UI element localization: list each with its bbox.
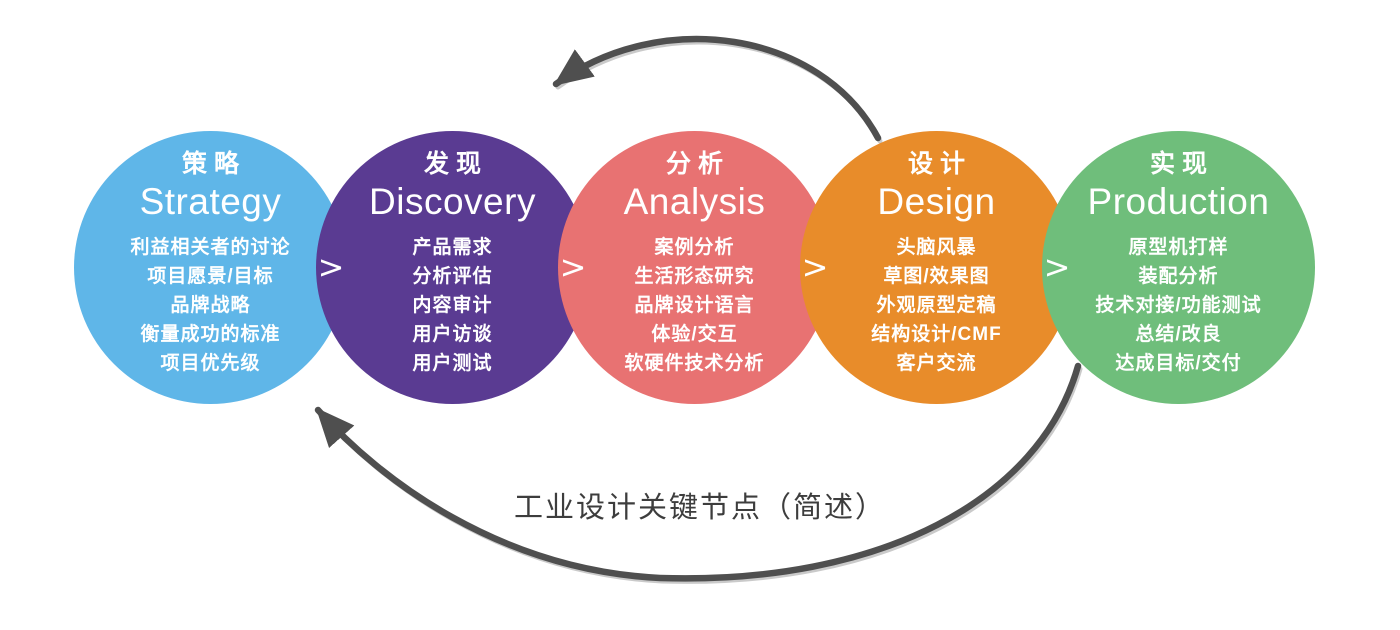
next-stage-chevron-icon: > <box>559 248 587 286</box>
stage-items: 产品需求 分析评估 内容审计 用户访谈 用户测试 <box>316 233 589 378</box>
stage-item: 用户访谈 <box>412 324 493 345</box>
stage-item: 衡量成功的标准 <box>140 324 281 345</box>
stage-item: 草图/效果图 <box>883 266 990 287</box>
stage-items: 案例分析 生活形态研究 品牌设计语言 体验/交互 软硬件技术分析 <box>558 233 831 378</box>
stage-title-zh: 分析 <box>665 150 730 178</box>
stage-item: 项目愿景/目标 <box>147 266 274 287</box>
stage-item: 头脑风暴 <box>896 237 977 258</box>
stage-item: 达成目标/交付 <box>1115 353 1242 374</box>
stage-title-en: Design <box>877 181 996 222</box>
stage-item: 内容审计 <box>412 295 493 316</box>
stage-items: 原型机打样 装配分析 技术对接/功能测试 总结/改良 达成目标/交付 <box>1042 233 1315 378</box>
next-stage-chevron-icon: > <box>801 248 829 286</box>
stage-item: 装配分析 <box>1138 266 1219 287</box>
stage-design: 设计 Design 头脑风暴 草图/效果图 外观原型定稿 结构设计/CMF 客户… <box>800 131 1073 404</box>
stage-title-zh: 发现 <box>423 150 488 178</box>
stage-title-en: Strategy <box>139 181 282 222</box>
stage-title-en: Production <box>1087 181 1270 222</box>
stage-item: 用户测试 <box>412 353 493 374</box>
stage-item: 生活形态研究 <box>634 266 755 287</box>
diagram-caption: 工业设计关键节点（简述） <box>513 492 886 524</box>
stage-item: 项目优先级 <box>160 353 261 374</box>
stage-item: 外观原型定稿 <box>876 295 997 316</box>
stage-items: 头脑风暴 草图/效果图 外观原型定稿 结构设计/CMF 客户交流 <box>800 233 1073 378</box>
stage-title-en: Analysis <box>623 181 766 222</box>
stage-item: 客户交流 <box>896 353 977 374</box>
stage-item: 利益相关者的讨论 <box>130 237 291 258</box>
stage-item: 技术对接/功能测试 <box>1095 295 1262 316</box>
stage-title-en: Discovery <box>369 181 536 222</box>
stage-item: 结构设计/CMF <box>871 324 1002 345</box>
stage-item: 软硬件技术分析 <box>624 353 765 374</box>
stage-item: 品牌设计语言 <box>634 295 755 316</box>
stage-item: 案例分析 <box>654 237 735 258</box>
stage-item: 品牌战略 <box>170 295 251 316</box>
next-stage-chevron-icon: > <box>1043 248 1071 286</box>
stage-items: 利益相关者的讨论 项目愿景/目标 品牌战略 衡量成功的标准 项目优先级 <box>74 233 347 378</box>
stage-strategy: 策略 Strategy 利益相关者的讨论 项目愿景/目标 品牌战略 衡量成功的标… <box>74 131 347 404</box>
stage-item: 总结/改良 <box>1135 324 1222 345</box>
stage-title-zh: 策略 <box>181 150 246 178</box>
next-stage-chevron-icon: > <box>317 248 345 286</box>
stage-item: 体验/交互 <box>651 324 738 345</box>
stage-analysis: 分析 Analysis 案例分析 生活形态研究 品牌设计语言 体验/交互 软硬件… <box>558 131 831 404</box>
stage-title-zh: 实现 <box>1149 150 1214 178</box>
stage-discovery: 发现 Discovery 产品需求 分析评估 内容审计 用户访谈 用户测试 <box>316 131 589 404</box>
top-cycle-arrow-texture <box>555 39 883 144</box>
stage-item: 原型机打样 <box>1128 237 1229 258</box>
stage-title-zh: 设计 <box>907 150 972 178</box>
top-cycle-arrow <box>552 35 882 142</box>
stage-item: 分析评估 <box>412 266 493 287</box>
stage-item: 产品需求 <box>412 237 493 258</box>
stage-production: 实现 Production 原型机打样 装配分析 技术对接/功能测试 总结/改良… <box>1042 131 1315 404</box>
